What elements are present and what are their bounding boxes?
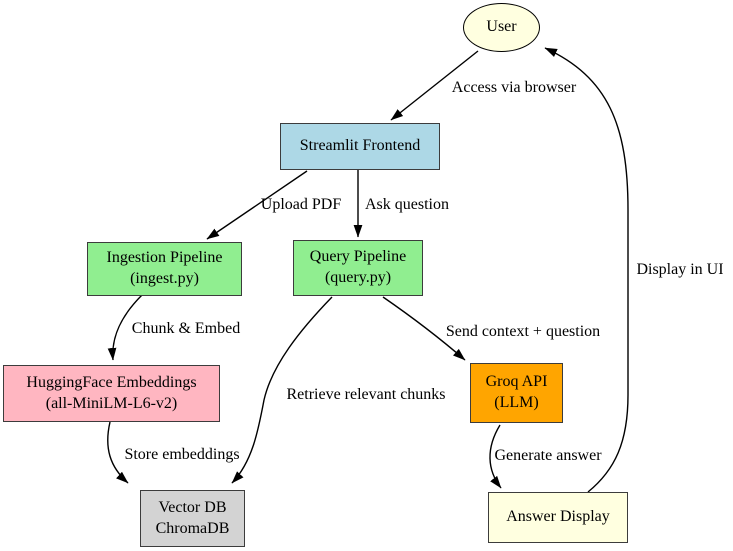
- edge-label-chunk-embed: Chunk & Embed: [131, 320, 241, 337]
- node-groq-api-sublabel: (LLM): [494, 394, 539, 411]
- edge-label-display-in-ui: Display in UI: [636, 261, 724, 278]
- node-groq-api-label: Groq API: [485, 373, 548, 391]
- node-query-pipeline-label: Query Pipeline: [309, 248, 407, 266]
- edge-answer-to-user: [544, 47, 629, 493]
- edge-user-to-frontend: [390, 50, 479, 121]
- node-ingestion-pipeline: Ingestion Pipeline (ingest.py): [87, 242, 242, 296]
- node-huggingface-embeddings: HuggingFace Embeddings (all-MiniLM-L6-v2…: [3, 365, 220, 422]
- node-user-label: User: [486, 18, 517, 36]
- edge-label-store-embeddings: Store embeddings: [124, 446, 240, 463]
- edge-label-generate-answer: Generate answer: [494, 447, 602, 464]
- node-huggingface-embeddings-label: HuggingFace Embeddings: [26, 373, 197, 391]
- node-vector-db: Vector DB ChromaDB: [140, 490, 245, 547]
- edge-groq-to-answer: [489, 424, 502, 489]
- edge-frontend-to-ingestion: [206, 170, 308, 240]
- node-streamlit-frontend: Streamlit Frontend: [280, 123, 440, 170]
- edge-query-to-groq: [382, 296, 466, 361]
- node-ingestion-pipeline-sublabel: (ingest.py): [130, 270, 199, 287]
- node-groq-api: Groq API (LLM): [470, 363, 563, 423]
- edge-label-retrieve-relevant-chunks: Retrieve relevant chunks: [286, 386, 446, 403]
- edge-label-access-via-browser: Access via browser: [451, 79, 577, 96]
- node-vector-db-sublabel: ChromaDB: [155, 519, 230, 537]
- edge-label-upload-pdf: Upload PDF: [260, 196, 342, 213]
- node-huggingface-embeddings-sublabel: (all-MiniLM-L6-v2): [45, 394, 178, 412]
- node-streamlit-frontend-label: Streamlit Frontend: [299, 137, 421, 155]
- edge-query-to-vectordb: [231, 296, 333, 484]
- edge-label-send-context-question: Send context + question: [445, 323, 601, 340]
- edge-embeddings-to-vectordb: [107, 421, 129, 484]
- node-answer-display-label: Answer Display: [506, 508, 610, 526]
- node-answer-display: Answer Display: [488, 492, 628, 543]
- node-query-pipeline: Query Pipeline (query.py): [293, 240, 423, 296]
- node-query-pipeline-sublabel: (query.py): [324, 269, 392, 286]
- node-ingestion-pipeline-label: Ingestion Pipeline: [106, 249, 223, 267]
- edge-ingestion-to-embeddings: [107, 294, 143, 361]
- edge-label-ask-question: Ask question: [365, 196, 449, 213]
- node-vector-db-label: Vector DB: [158, 498, 227, 516]
- node-user: User: [463, 3, 540, 52]
